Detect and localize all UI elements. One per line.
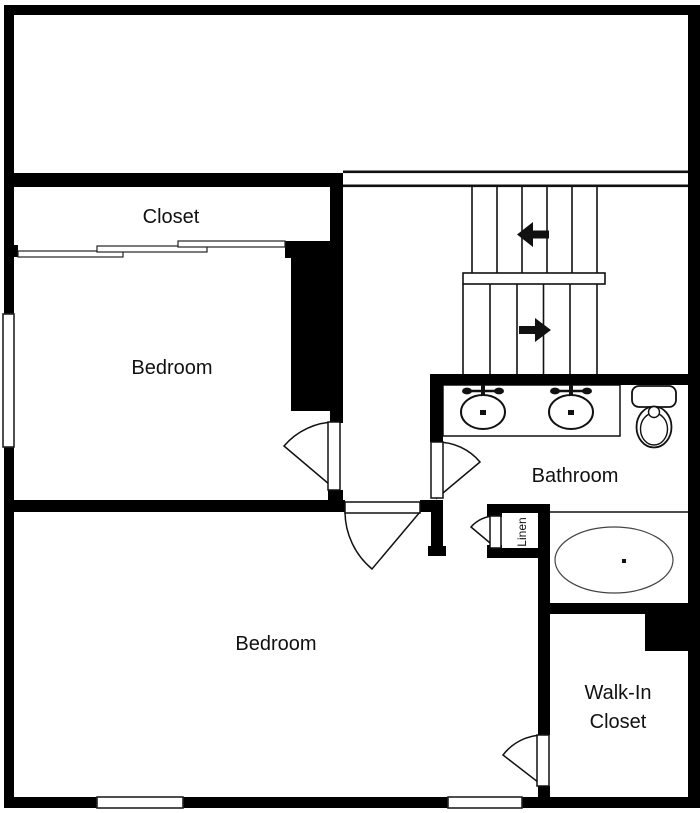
wall-hall (4, 500, 345, 512)
room-linen-closet (502, 513, 538, 548)
wall-block-corner (645, 603, 700, 651)
room-closet (14, 187, 330, 241)
wall-bottom (4, 797, 700, 808)
wall-closet-right (330, 173, 343, 248)
window-bottom-right (447, 796, 523, 809)
wall-door-stub (330, 405, 343, 423)
window-left-wall (2, 313, 15, 448)
door-walkin-closet (501, 734, 550, 788)
label-closet: Closet (143, 206, 200, 228)
stair-arrow-right-icon (519, 318, 551, 342)
sliding-closet-doors (17, 240, 286, 258)
sink-left-icon (460, 385, 506, 430)
wall-bathroom-left-upper (430, 374, 443, 442)
wall-linen-door-stub (487, 504, 502, 517)
door-bathroom (430, 441, 482, 500)
tub-drain (622, 559, 626, 563)
wall-hall-right (420, 500, 443, 512)
room-labels: Closet Bedroom Bedroom Bathroom Linen Wa… (131, 206, 651, 733)
label-walkin-line2: Closet (590, 711, 647, 733)
wall-closet-top (4, 173, 343, 187)
door-leaf (536, 734, 550, 787)
windows (2, 313, 523, 809)
label-bedroom-lower: Bedroom (235, 633, 316, 655)
wall-linen-top (487, 504, 550, 513)
room-bedroom-upper (14, 258, 291, 500)
wall-bathroom-top (430, 374, 688, 385)
door-leaf (344, 501, 421, 514)
stair-landing (462, 272, 606, 285)
label-linen: Linen (515, 517, 529, 546)
stair-upper-flight (471, 187, 598, 273)
wall-slider-stub (10, 245, 18, 257)
door-leaf (489, 515, 502, 549)
doors (282, 421, 550, 788)
toilet-icon (631, 385, 677, 449)
wall-tub-bottom (538, 603, 700, 614)
wall-walkin-door-stub (538, 786, 550, 798)
label-bedroom-upper: Bedroom (131, 357, 212, 379)
door-bedroom-upper (282, 421, 341, 492)
wall-bathroom-left-lower (431, 512, 443, 548)
sliding-panel (17, 250, 124, 258)
sink-right-icon (548, 385, 594, 430)
bathroom-fixtures (442, 384, 688, 594)
stair-arrow-left-icon (517, 222, 549, 247)
stair-opening-edge-line (343, 170, 688, 174)
door-bedroom-lower (344, 501, 422, 571)
label-bathroom: Bathroom (532, 465, 619, 487)
stairs (343, 170, 688, 374)
wall-linen-bottom (487, 548, 550, 558)
label-walkin-line1: Walk-In (584, 682, 651, 704)
stair-opening-edge-line (343, 184, 688, 188)
wall-top (4, 5, 700, 15)
door-leaf (430, 441, 444, 499)
door-linen (469, 515, 502, 550)
wall-end-cap (428, 546, 446, 556)
sliding-panel (96, 245, 208, 253)
wall-block (291, 248, 343, 411)
sliding-panel (177, 240, 286, 248)
wall-right (688, 5, 700, 808)
room-open-area (14, 15, 688, 171)
door-leaf (327, 421, 341, 491)
wall-walkin-left (538, 504, 550, 735)
window-bottom-left (96, 796, 184, 809)
bathtub-icon (550, 511, 688, 594)
